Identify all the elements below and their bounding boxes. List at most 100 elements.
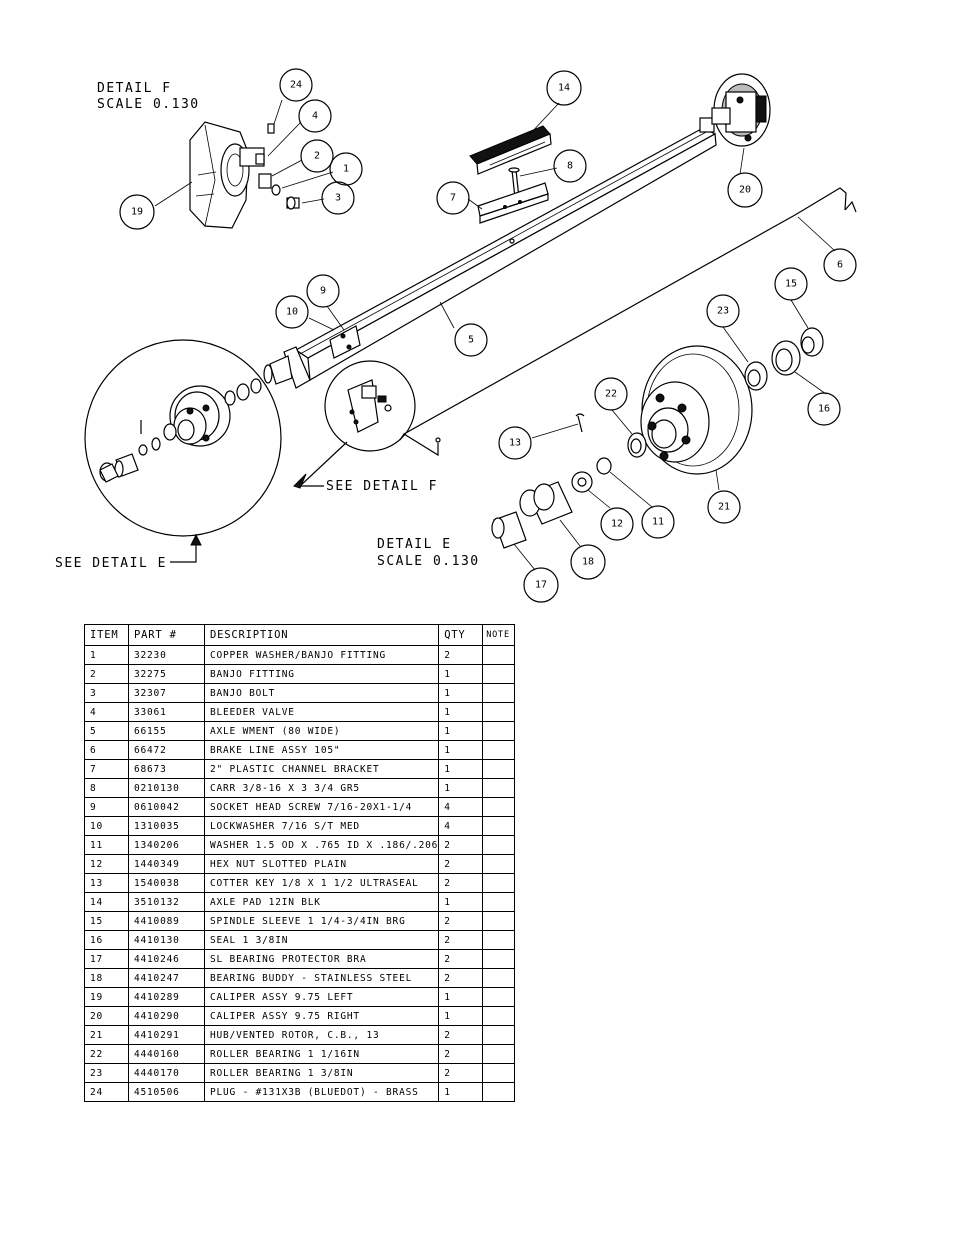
cell-description: BEARING BUDDY - STAINLESS STEEL <box>203 968 440 988</box>
detail-e-title: DETAIL E <box>377 537 452 552</box>
cell-item: 12 <box>84 854 129 874</box>
cell-note <box>482 968 516 988</box>
cell-part: 1440349 <box>128 854 205 874</box>
cell-description: SPINDLE SLEEVE 1 1/4-3/4IN BRG <box>203 911 440 931</box>
cell-description: BANJO FITTING <box>203 664 440 684</box>
svg-text:1: 1 <box>343 164 349 175</box>
brake-line-drawing <box>399 187 857 457</box>
cell-description: BLEEDER VALVE <box>203 702 440 722</box>
cell-description: BRAKE LINE ASSY 105" <box>203 740 440 760</box>
svg-text:6: 6 <box>837 260 843 271</box>
header-qty: QTY <box>438 624 484 646</box>
svg-text:18: 18 <box>582 557 594 568</box>
balloon-2: 2 <box>300 139 334 173</box>
cell-note <box>482 987 516 1007</box>
cell-note <box>482 759 516 779</box>
cell-qty: 1 <box>438 892 484 912</box>
balloon-6: 6 <box>823 248 857 282</box>
cell-qty: 2 <box>438 930 484 950</box>
cell-item: 1 <box>84 645 129 665</box>
cell-part: 1340206 <box>128 835 205 855</box>
cell-note <box>482 797 516 817</box>
balloon-13: 13 <box>498 426 532 460</box>
cell-item: 22 <box>84 1044 129 1064</box>
bearing-buddy-drawing <box>491 481 573 549</box>
cell-description: SOCKET HEAD SCREW 7/16-20X1-1/4 <box>203 797 440 817</box>
cell-part: 4410089 <box>128 911 205 931</box>
cell-part: 3510132 <box>128 892 205 912</box>
cell-note <box>482 721 516 741</box>
svg-text:16: 16 <box>818 404 830 415</box>
cell-item: 11 <box>84 835 129 855</box>
detail-f-title: DETAIL F <box>97 81 172 96</box>
cell-qty: 1 <box>438 740 484 760</box>
cell-qty: 2 <box>438 873 484 893</box>
balloon-7: 7 <box>436 181 470 215</box>
balloon-8: 8 <box>553 149 587 183</box>
cell-qty: 1 <box>438 1082 484 1102</box>
hub-rotor-drawing <box>640 345 753 475</box>
balloon-1: 1 <box>329 152 363 186</box>
cell-qty: 4 <box>438 816 484 836</box>
svg-text:22: 22 <box>605 389 617 400</box>
axle-drawing <box>263 117 717 389</box>
balloon-14: 14 <box>546 70 582 106</box>
cell-item: 5 <box>84 721 129 741</box>
cell-qty: 2 <box>438 835 484 855</box>
svg-text:5: 5 <box>468 335 474 346</box>
cell-item: 13 <box>84 873 129 893</box>
cell-qty: 1 <box>438 702 484 722</box>
cell-note <box>482 835 516 855</box>
cell-qty: 1 <box>438 721 484 741</box>
balloon-18: 18 <box>570 544 606 580</box>
svg-text:3: 3 <box>335 193 341 204</box>
cell-item: 14 <box>84 892 129 912</box>
svg-text:19: 19 <box>131 207 143 218</box>
cell-item: 15 <box>84 911 129 931</box>
cell-part: 4510506 <box>128 1082 205 1102</box>
svg-text:12: 12 <box>611 519 623 530</box>
cell-item: 3 <box>84 683 129 703</box>
table-header-row: ITEM PART # DESCRIPTION QTY NOTE <box>84 624 516 646</box>
balloon-16: 16 <box>807 392 841 426</box>
cell-description: ROLLER BEARING 1 1/16IN <box>203 1044 440 1064</box>
cell-part: 4440170 <box>128 1063 205 1083</box>
cell-part: 1540038 <box>128 873 205 893</box>
cell-item: 21 <box>84 1025 129 1045</box>
cell-description: COTTER KEY 1/8 X 1 1/2 ULTRASEAL <box>203 873 440 893</box>
bearing-and-seal-drawing <box>571 327 824 493</box>
cell-note <box>482 1006 516 1026</box>
svg-text:23: 23 <box>717 306 729 317</box>
cell-note <box>482 1044 516 1064</box>
cell-qty: 2 <box>438 645 484 665</box>
cell-note <box>482 645 516 665</box>
cell-part: 4410290 <box>128 1006 205 1026</box>
cell-note <box>482 702 516 722</box>
cell-qty: 2 <box>438 949 484 969</box>
see-detail-f-callout: SEE DETAIL F <box>326 479 438 494</box>
cell-qty: 2 <box>438 1044 484 1064</box>
svg-text:10: 10 <box>286 307 298 318</box>
cell-description: 2" PLASTIC CHANNEL BRACKET <box>203 759 440 779</box>
cell-qty: 2 <box>438 854 484 874</box>
cell-description: AXLE WMENT (80 WIDE) <box>203 721 440 741</box>
cell-description: BANJO BOLT <box>203 683 440 703</box>
detail-f-scale: SCALE 0.130 <box>97 97 200 112</box>
